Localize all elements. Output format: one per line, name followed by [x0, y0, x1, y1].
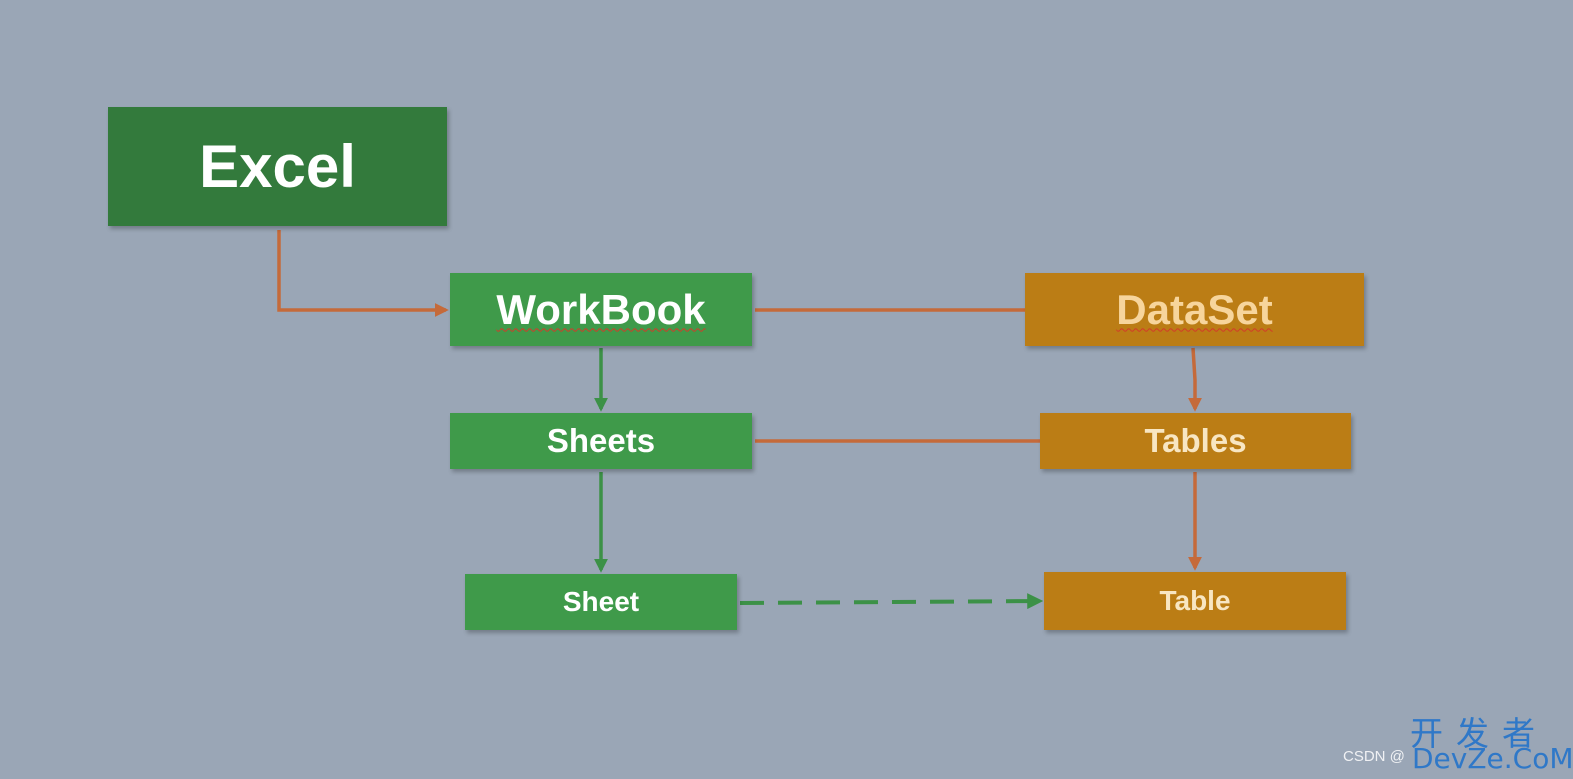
- node-dataset: DataSet: [1025, 273, 1364, 346]
- node-sheets-label: Sheets: [546, 422, 656, 459]
- node-tables: Tables: [1040, 413, 1351, 469]
- node-excel-label: Excel: [199, 133, 356, 200]
- watermark-site: DevZe.CoM: [1412, 742, 1573, 775]
- node-sheet: Sheet: [465, 574, 737, 630]
- node-tables-label: Tables: [1144, 422, 1247, 459]
- node-workbook-label: WorkBook: [496, 285, 706, 333]
- edge-dataset-to-tables: [1188, 347, 1202, 412]
- node-excel: Excel: [108, 107, 447, 226]
- edge-sheet-to-table: [739, 593, 1044, 610]
- node-table-label: Table: [1159, 585, 1231, 616]
- watermark-cn: 开发者: [1410, 714, 1548, 753]
- node-workbook: WorkBook: [450, 273, 752, 346]
- edge-excel-to-workbook: [277, 230, 449, 317]
- node-table: Table: [1044, 572, 1346, 630]
- node-sheet-label: Sheet: [562, 586, 640, 617]
- watermark-csdn: CSDN @: [1343, 748, 1405, 765]
- node-sheets: Sheets: [450, 413, 752, 469]
- node-dataset-label: DataSet: [1116, 285, 1273, 333]
